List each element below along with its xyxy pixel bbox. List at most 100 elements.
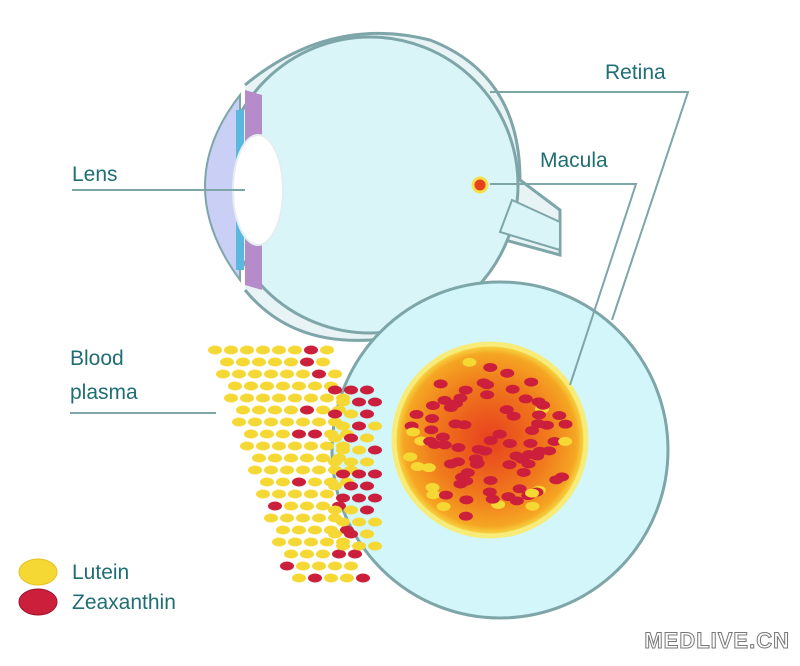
retina-particle [344,433,358,443]
macula-particle [421,463,436,473]
macula-particle [512,484,527,494]
macula-particle [483,475,498,485]
macula-leader-line [490,183,638,386]
macula-particle [476,378,491,388]
macula-particle [523,438,538,448]
plasma-particle [224,345,238,355]
plasma-particle [288,441,302,451]
plasma-particle [316,501,330,511]
retina-particle [360,409,374,419]
macula-particle [436,502,451,512]
plasma-particle [208,345,222,355]
plasma-particle [244,429,258,439]
macula-particle [525,426,540,436]
plasma-particle [228,381,242,391]
retina-particle [328,481,342,491]
plasma-particle [304,345,318,355]
plasma-particle [312,369,326,379]
plasma-particle [292,381,306,391]
lutein-legend-icon [18,558,58,586]
plasma-particle [256,345,270,355]
plasma-particle [264,513,278,523]
plasma-particle [260,429,274,439]
plasma-particle [236,405,250,415]
plasma-particle [276,381,290,391]
plasma-particle [232,417,246,427]
macula-particle [470,458,485,468]
retina-particle [336,517,350,527]
plasma-particle [312,465,326,475]
plasma-particle [240,393,254,403]
plasma-particle [268,405,282,415]
retina-particle [352,469,366,479]
macula-particle [471,444,486,454]
macula-particle [521,459,536,469]
retina-particle [344,505,358,515]
macula-particle [459,495,474,505]
retina-particle [344,457,358,467]
macula-particle [482,487,497,497]
macula-particle [458,385,473,395]
retina-particle [328,409,342,419]
macula-particle [502,438,517,448]
legend-zeaxanthin-label: Zeaxanthin [72,591,176,614]
plasma-particle [280,561,294,571]
retina-particle [344,481,358,491]
blood-plasma-label-1: Blood [70,347,124,370]
plasma-particle [324,573,338,583]
plasma-particle [280,465,294,475]
plasma-particle [320,489,334,499]
plasma-particle [316,453,330,463]
plasma-particle [296,369,310,379]
macula-particle [509,451,524,461]
macula-particle [437,440,452,450]
plasma-particle [272,489,286,499]
plasma-particle [216,369,230,379]
plasma-particle [248,369,262,379]
retina-particle [344,385,358,395]
retina-particle [344,529,358,539]
plasma-particle [288,345,302,355]
plasma-particle [248,417,262,427]
macula-particle [502,460,517,470]
macula-particle [505,384,520,394]
plasma-particle [312,417,326,427]
macula-particle [410,462,425,472]
plasma-particle [300,501,314,511]
macula-particle [438,490,453,500]
blood-plasma-label-2: plasma [70,381,138,404]
plasma-particle [240,345,254,355]
plasma-particle [320,441,334,451]
macula-particle [549,475,564,485]
macula-particle [423,436,438,446]
plasma-particle [260,477,274,487]
plasma-particle [288,393,302,403]
macula-particle [516,467,531,477]
retina-particle [368,421,382,431]
plasma-particle [272,441,286,451]
plasma-particle [280,369,294,379]
retina-particle [360,481,374,491]
macula-particle [525,501,540,511]
macula-particle [403,452,418,462]
macula-particle [426,490,441,500]
macula-label: Macula [540,149,608,172]
plasma-particle [308,429,322,439]
retina-particle [352,421,366,431]
plasma-particle [264,465,278,475]
retina-particle [368,517,382,527]
plasma-particle [356,573,370,583]
macula-particle [499,405,514,415]
plasma-particle [276,525,290,535]
macula-particle [433,379,448,389]
plasma-particle [292,525,306,535]
plasma-particle [260,381,274,391]
plasma-particle [304,537,318,547]
macula-particle [458,511,473,521]
macula-particle [492,429,507,439]
macula-particle [558,419,573,429]
plasma-particle [252,453,266,463]
macula-particle [500,368,515,378]
